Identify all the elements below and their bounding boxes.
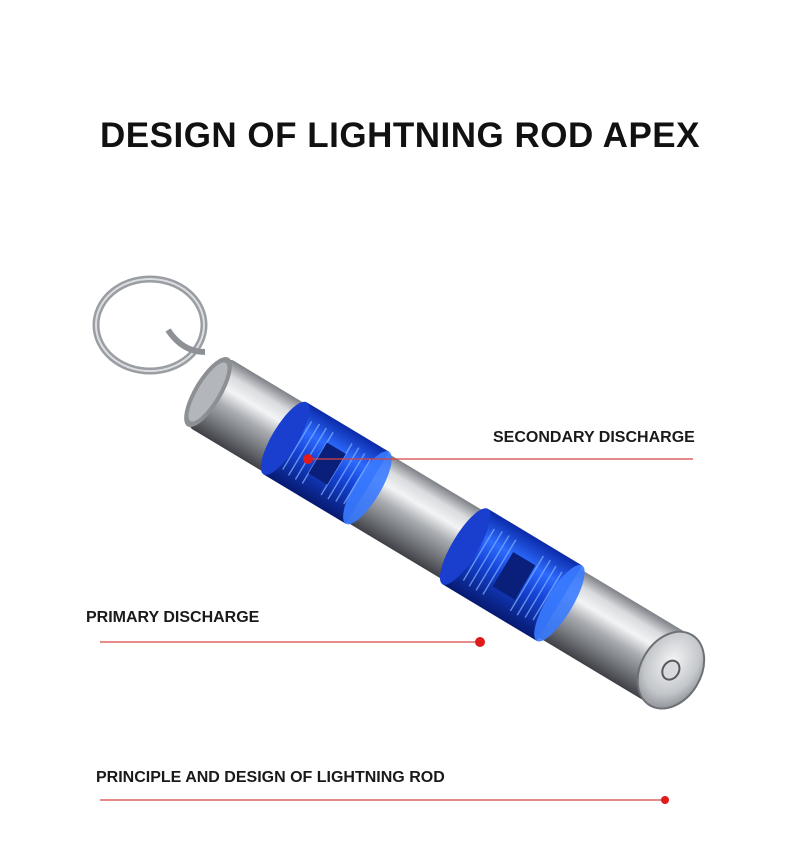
callout-principle-design: PRINCIPLE AND DESIGN OF LIGHTNING ROD	[96, 769, 445, 786]
callout-secondary-discharge: SECONDARY DISCHARGE	[493, 429, 695, 446]
callout-dot-primary	[475, 637, 485, 647]
ring-link	[165, 328, 206, 355]
callout-dot-secondary	[303, 454, 313, 464]
callout-dot-principle	[661, 796, 669, 804]
page-title: DESIGN OF LIGHTNING ROD APEX	[100, 116, 700, 155]
primary-discharge-window	[439, 508, 585, 642]
secondary-discharge-window	[260, 401, 392, 525]
rod-body	[184, 356, 706, 710]
callout-primary-discharge: PRIMARY DISCHARGE	[86, 609, 260, 626]
